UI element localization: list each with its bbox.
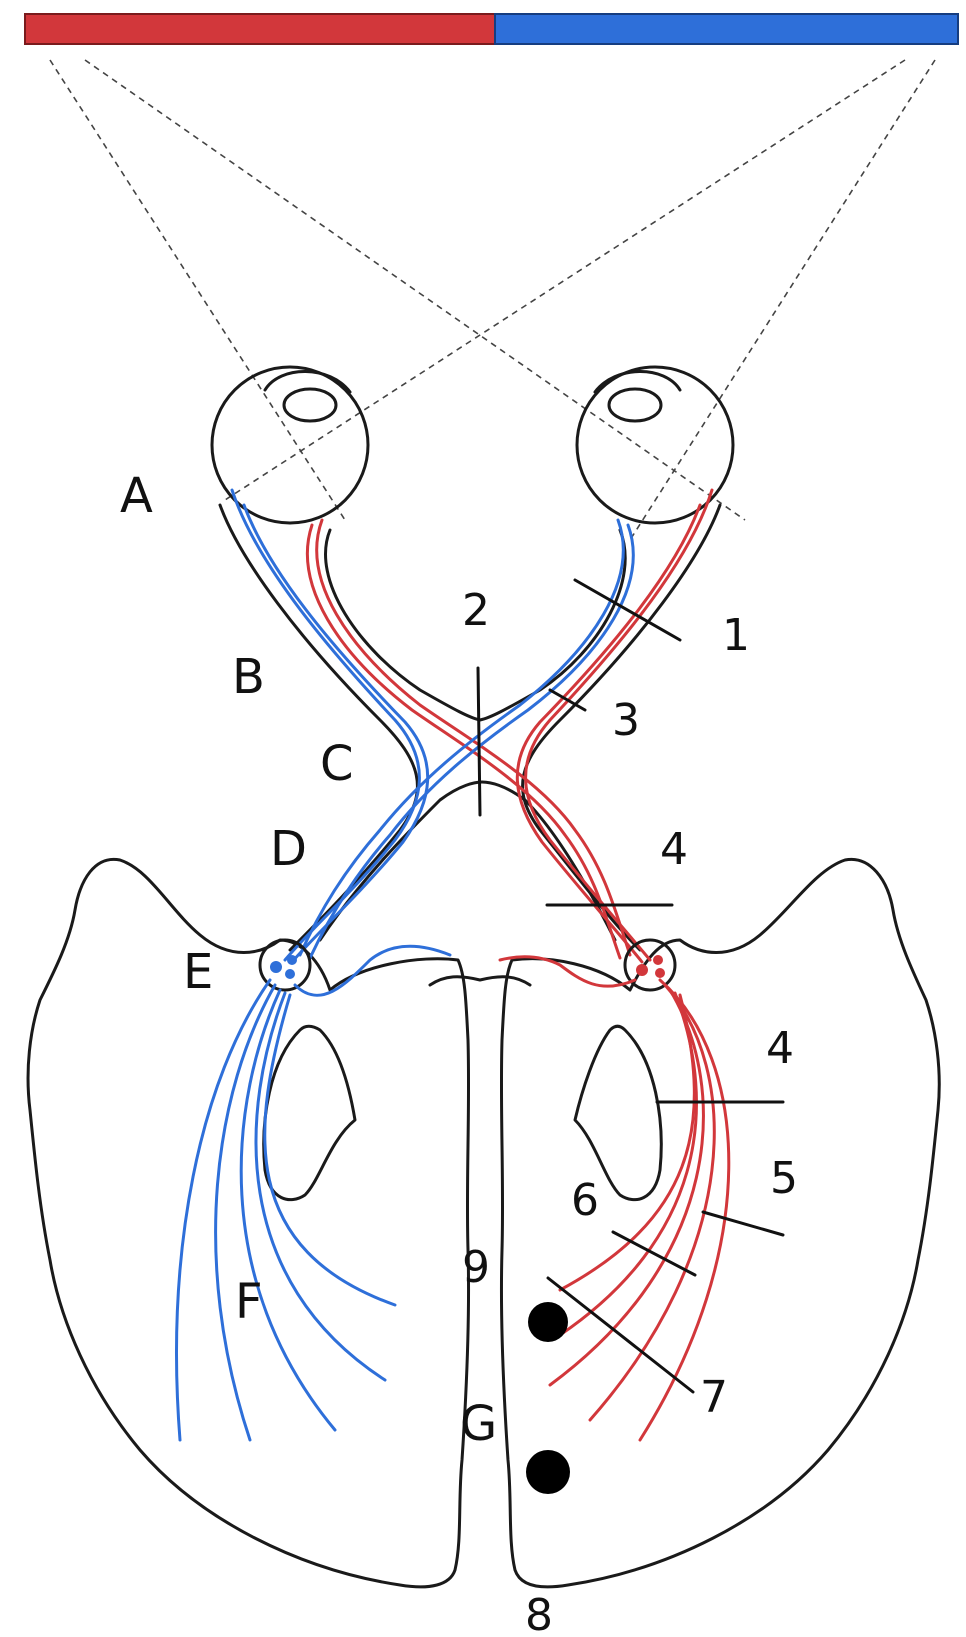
ray-left-to-right-eye	[85, 60, 745, 520]
left-hemisphere	[28, 859, 469, 1587]
label-C: C	[320, 736, 354, 792]
label-1: 1	[722, 610, 750, 661]
chiasm-lower-edge	[320, 782, 615, 940]
left-lgn-dot-1	[270, 961, 282, 973]
label-4-lower: 4	[766, 1023, 794, 1074]
label-7: 7	[700, 1372, 728, 1423]
lesion-dot-lower	[526, 1450, 570, 1494]
visual-field-right-half	[495, 14, 958, 44]
label-A: A	[120, 468, 153, 524]
optic-fibers	[232, 490, 712, 962]
label-9: 9	[462, 1242, 490, 1293]
brain-hemispheres	[28, 859, 939, 1587]
label-2: 2	[462, 585, 490, 636]
label-D: D	[270, 821, 307, 877]
left-lgn-dot-2	[287, 955, 297, 965]
label-E: E	[183, 944, 213, 1000]
right-lgn-dot-2	[653, 955, 663, 965]
label-5: 5	[770, 1153, 798, 1204]
visual-field-left-half	[25, 14, 495, 44]
visual-field-bar	[25, 14, 958, 44]
label-3: 3	[612, 695, 640, 746]
ray-right-to-left-eye	[225, 60, 905, 500]
right-lens	[609, 389, 661, 421]
right-lgn-dot-3	[655, 968, 665, 978]
label-F: F	[235, 1274, 263, 1330]
right-lgn-dot-1	[636, 964, 648, 976]
lesion-line-2	[478, 668, 480, 815]
left-lens	[284, 389, 336, 421]
ray-right-to-right-eye	[630, 60, 935, 540]
left-temporal-fiber-blue-2	[244, 505, 428, 962]
label-8: 8	[525, 1590, 553, 1637]
optic-pathway-outline	[220, 505, 720, 950]
label-4-upper: 4	[660, 824, 688, 875]
label-B: B	[232, 649, 265, 705]
lesion-dot-upper	[528, 1302, 568, 1342]
projection-rays	[50, 60, 935, 540]
label-G: G	[460, 1396, 497, 1452]
left-lgn-dot-3	[285, 969, 295, 979]
label-6: 6	[571, 1175, 599, 1226]
